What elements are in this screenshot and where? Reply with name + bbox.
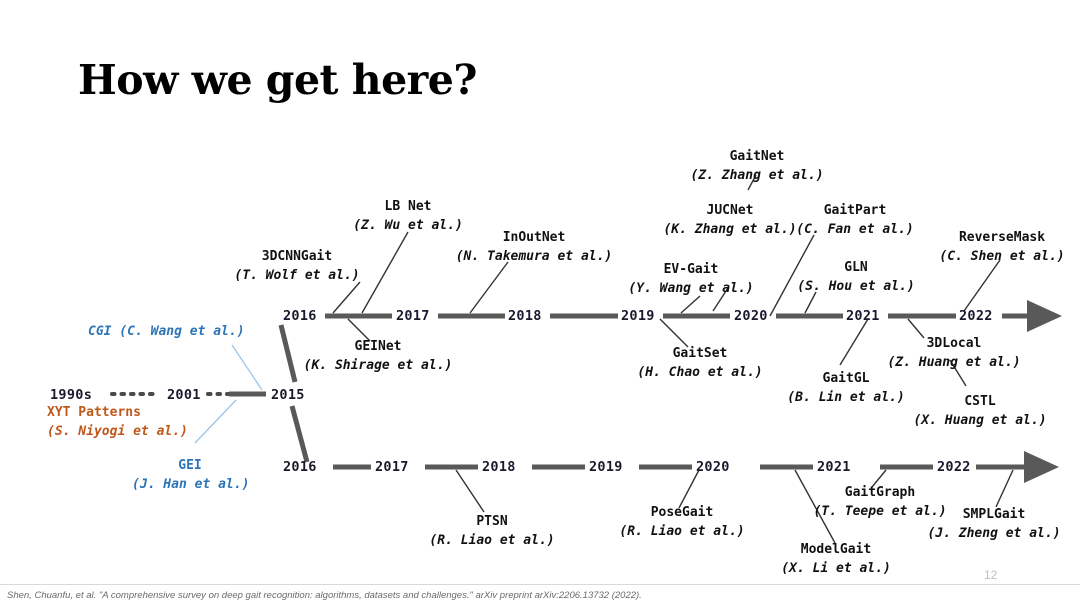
method-inoutnet-authors: (N. Takemura et al.) [455,249,613,264]
annotation-xyt-patterns: XYT Patterns (S. Niyogi et al.) [47,403,188,441]
method-geinet-authors: (K. Shirage et al.) [303,358,453,373]
annotation-cgi: CGI (C. Wang et al.) [88,322,245,341]
fork-upper [278,324,298,383]
method-posegait: PoseGait (R. Liao et al.) [584,503,780,541]
method-ev-gait: EV-Gait (Y. Wang et al.) [606,260,776,298]
lower-year-2019: 2019 [589,459,623,475]
upper-connectors-above [332,174,1001,317]
method-gaitpart-name: GaitPart [823,203,887,218]
lower-year-2018: 2018 [482,459,516,475]
method-jucnet-name: JUCNet [706,203,754,218]
method-gln: GLN (S. Hou et al.) [782,258,930,296]
method-gaitgraph: GaitGraph (T. Teepe et al.) [794,483,966,521]
method-gln-name: GLN [844,260,868,275]
upper-year-2017: 2017 [396,308,430,324]
method-jucnet-authors: (K. Zhang et al.) [663,222,797,237]
method-gaitgraph-authors: (T. Teepe et al.) [813,504,947,519]
method-gln-authors: (S. Hou et al.) [797,279,915,294]
lower-year-2021: 2021 [817,459,851,475]
method-3dlocal-authors: (Z. Huang et al.) [887,355,1021,370]
lower-year-2022: 2022 [937,459,971,475]
method-3dlocal: 3DLocal (Z. Huang et al.) [872,334,1036,372]
method-gaitgl-authors: (B. Lin et al.) [787,390,905,405]
lower-year-2016: 2016 [283,459,317,475]
method-gaitpart-authors: (C. Fan et al.) [796,222,914,237]
method-modelgait-authors: (X. Li et al.) [781,561,891,576]
upper-year-2016: 2016 [283,308,317,324]
method-reversemask-name: ReverseMask [958,230,1046,245]
trunk-accent-connectors [194,344,263,444]
method-posegait-name: PoseGait [650,505,714,520]
method-gaitnet-name: GaitNet [729,149,785,164]
method-smplgait-authors: (J. Zheng et al.) [927,526,1061,541]
method-reversemask: ReverseMask (C. Shen et al.) [928,228,1076,266]
lower-year-2017: 2017 [375,459,409,475]
method-gaitpart: GaitPart (C. Fan et al.) [784,201,926,239]
method-inoutnet: InOutNet (N. Takemura et al.) [434,228,634,266]
page-number: 12 [984,568,998,582]
method-ptsn-name: PTSN [476,514,508,529]
method-gaitset: GaitSet (H. Chao et al.) [626,344,774,382]
method-lb-net-authors: (Z. Wu et al.) [353,218,463,233]
upper-year-2019: 2019 [621,308,655,324]
method-cstl: CSTL (X. Huang et al.) [898,392,1062,430]
method-gaitnet-authors: (Z. Zhang et al.) [690,168,824,183]
method-3dcnngait-authors: (T. Wolf et al.) [234,268,360,283]
annotation-gei: GEI (J. Han et al.) [132,456,250,494]
footer-divider [0,584,1080,585]
method-ev-gait-authors: (Y. Wang et al.) [628,281,754,296]
method-lb-net: LB Net (Z. Wu et al.) [334,197,482,235]
upper-year-2020: 2020 [734,308,768,324]
upper-year-2018: 2018 [508,308,542,324]
lower-year-2020: 2020 [696,459,730,475]
lower-connectors [455,469,1014,544]
fork-lower [289,405,310,463]
method-reversemask-authors: (C. Shen et al.) [939,249,1065,264]
method-3dcnngait-name: 3DCNNGait [261,249,333,264]
method-modelgait: ModelGait (X. Li et al.) [756,540,916,578]
trunk-year-2015: 2015 [271,387,305,403]
annotation-xyt-patterns-authors: (S. Niyogi et al.) [47,424,188,439]
method-gaitgraph-name: GaitGraph [844,485,916,500]
method-3dcnngait: 3DCNNGait (T. Wolf et al.) [222,247,372,285]
upper-year-2021: 2021 [846,308,880,324]
method-cstl-name: CSTL [964,394,996,409]
method-gaitgl-name: GaitGL [822,371,870,386]
trunk-year-2001: 2001 [167,387,201,403]
upper-connectors-below [347,318,967,387]
method-gaitset-authors: (H. Chao et al.) [637,365,763,380]
method-smplgait: SMPLGait (J. Zheng et al.) [912,505,1076,543]
method-cstl-authors: (X. Huang et al.) [913,413,1047,428]
method-ptsn: PTSN (R. Liao et al.) [410,512,574,550]
method-geinet: GEINet (K. Shirage et al.) [294,337,462,375]
method-gaitgl: GaitGL (B. Lin et al.) [772,369,920,407]
trunk-year-1990s: 1990s [50,387,93,403]
method-smplgait-name: SMPLGait [962,507,1026,522]
method-posegait-authors: (R. Liao et al.) [619,524,745,539]
method-lb-net-name: LB Net [384,199,432,214]
annotation-gei-authors: (J. Han et al.) [132,477,250,492]
annotation-cgi-label: CGI (C. Wang et al.) [88,324,245,339]
method-inoutnet-name: InOutNet [502,230,566,245]
method-3dlocal-name: 3DLocal [926,336,982,351]
method-gaitset-name: GaitSet [672,346,728,361]
annotation-xyt-patterns-name: XYT Patterns [47,405,141,420]
method-geinet-name: GEINet [354,339,402,354]
annotation-gei-name: GEI [178,458,202,473]
method-ev-gait-name: EV-Gait [663,262,719,277]
footer-citation: Shen, Chuanfu, et al. "A comprehensive s… [7,590,642,601]
page-title: How we get here? [78,56,477,104]
method-ptsn-authors: (R. Liao et al.) [429,533,555,548]
method-jucnet: JUCNet (K. Zhang et al.) [634,201,826,239]
method-gaitnet: GaitNet (Z. Zhang et al.) [672,147,842,185]
upper-year-2022: 2022 [959,308,993,324]
method-modelgait-name: ModelGait [800,542,872,557]
